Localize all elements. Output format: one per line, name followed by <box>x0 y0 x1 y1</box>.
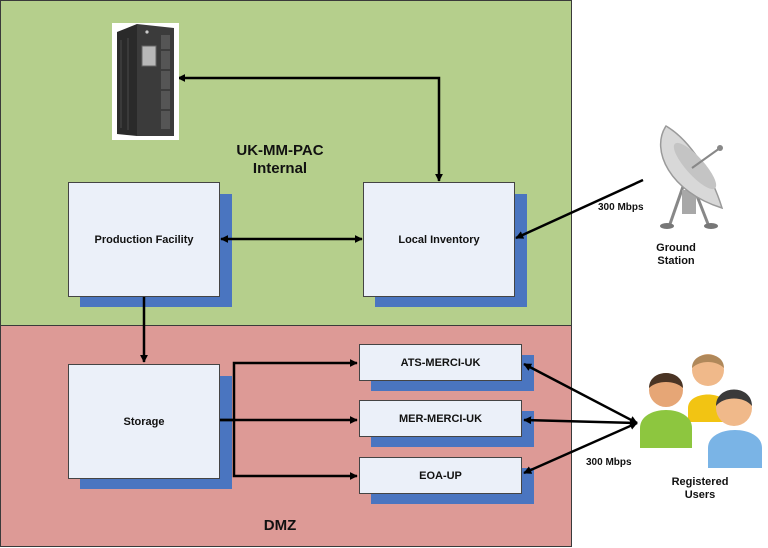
storage-label: Storage <box>123 415 165 428</box>
mer-merci-uk-box: MER-MERCI-UK <box>359 400 522 437</box>
registered-users-speed-label: 300 Mbps <box>586 457 632 468</box>
satellite-dish-icon <box>659 124 724 229</box>
registered-users-label: Registered Users <box>660 476 740 502</box>
users-mer-arrow <box>523 416 638 427</box>
local-inventory-box: Local Inventory <box>363 182 515 297</box>
ats-merci-uk-label: ATS-MERCI-UK <box>400 356 481 369</box>
mer-merci-uk-label: MER-MERCI-UK <box>398 412 483 425</box>
registered-users-label-line1: Registered <box>671 476 729 488</box>
ground-inventory-arrow <box>515 178 644 240</box>
production-facility-box: Production Facility <box>68 182 220 297</box>
users-ats-arrow <box>523 362 638 425</box>
local-inventory-label: Local Inventory <box>398 233 480 246</box>
users-eoa-arrow <box>523 421 638 475</box>
ground-station-label-line1: Ground <box>656 242 696 254</box>
library-inventory-arrow <box>177 74 443 182</box>
registered-users-label-line2: Users <box>684 489 716 501</box>
production-facility-label: Production Facility <box>94 233 194 246</box>
eoa-up-box: EOA-UP <box>359 457 522 494</box>
ats-merci-uk-box: ATS-MERCI-UK <box>359 344 522 381</box>
ground-station-label-line2: Station <box>657 255 695 267</box>
tape-library-icon <box>112 23 179 140</box>
dmz-zone-title: DMZ <box>263 517 297 534</box>
ground-station-label: Ground Station <box>646 242 706 268</box>
ground-station-speed-label: 300 Mbps <box>598 202 644 213</box>
storage-box: Storage <box>68 364 220 479</box>
users-group-icon <box>640 354 762 468</box>
eoa-up-label: EOA-UP <box>419 469 462 482</box>
storage-ats-arrow <box>220 359 358 422</box>
storage-eoa-arrow <box>232 420 358 480</box>
